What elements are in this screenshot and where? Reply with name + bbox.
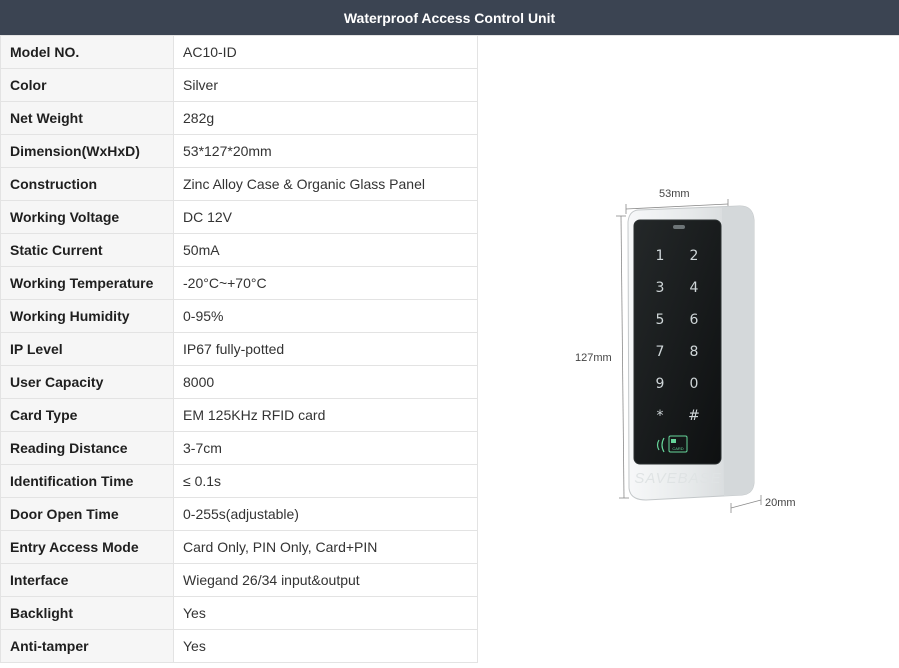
- spec-label: Door Open Time: [0, 497, 174, 531]
- depth-label: 20mm: [765, 497, 796, 509]
- spec-label: Static Current: [0, 233, 174, 267]
- page-title: Waterproof Access Control Unit: [0, 0, 899, 35]
- spec-row: Model NO.AC10-ID: [0, 35, 478, 69]
- spec-row: Identification Time≤ 0.1s: [0, 464, 478, 498]
- spec-label: Construction: [0, 167, 174, 201]
- width-label: 53mm: [659, 188, 690, 200]
- spec-value: 0-255s(adjustable): [173, 497, 478, 531]
- keypad-key: 8: [690, 344, 699, 360]
- spec-label: Identification Time: [0, 464, 174, 498]
- spec-value: -20°C~+70°C: [173, 266, 478, 300]
- spec-value: 282g: [173, 101, 478, 135]
- spec-value: DC 12V: [173, 200, 478, 234]
- spec-label: Model NO.: [0, 35, 174, 69]
- spec-label: Interface: [0, 563, 174, 597]
- spec-value: IP67 fully-potted: [173, 332, 478, 366]
- product-image: 53mm 127mm 20mm 1 2 3 4: [575, 188, 796, 513]
- spec-value: Yes: [173, 629, 478, 663]
- spec-value: Yes: [173, 596, 478, 630]
- spec-label: Working Humidity: [0, 299, 174, 333]
- spec-value: 53*127*20mm: [173, 134, 478, 168]
- keypad-device: 1 2 3 4 5 6 7 8 9 0 * # CARD SAVEBASE: [627, 205, 755, 501]
- spec-label: IP Level: [0, 332, 174, 366]
- keypad-key: 2: [690, 248, 699, 264]
- spec-value: Silver: [173, 68, 478, 102]
- spec-row: Working Temperature-20°C~+70°C: [0, 266, 478, 300]
- spec-value: 8000: [173, 365, 478, 399]
- product-image-panel: 53mm 127mm 20mm 1 2 3 4: [478, 35, 899, 662]
- rfid-wave-icon: [656, 437, 665, 453]
- spec-label: Net Weight: [0, 101, 174, 135]
- spec-label: Dimension(WxHxD): [0, 134, 174, 168]
- spec-label: Working Voltage: [0, 200, 174, 234]
- spec-label: Card Type: [0, 398, 174, 432]
- status-led-icon: [673, 225, 685, 229]
- keypad-key: 4: [690, 280, 699, 296]
- spec-value: Zinc Alloy Case & Organic Glass Panel: [173, 167, 478, 201]
- keypad-key: 6: [690, 312, 699, 328]
- spec-label: Entry Access Mode: [0, 530, 174, 564]
- spec-row: Dimension(WxHxD)53*127*20mm: [0, 134, 478, 168]
- card-icon: CARD: [668, 435, 688, 453]
- keypad-key: 0: [690, 376, 699, 392]
- spec-label: Anti-tamper: [0, 629, 174, 663]
- keypad-keys: 1 2 3 4 5 6 7 8 9 0 * #: [656, 248, 700, 424]
- height-dimension: 127mm: [575, 215, 629, 499]
- width-dimension: 53mm: [625, 188, 729, 214]
- card-label: CARD: [672, 446, 683, 451]
- spec-value: Card Only, PIN Only, Card+PIN: [173, 530, 478, 564]
- spec-value: ≤ 0.1s: [173, 464, 478, 498]
- keypad-key: 9: [656, 376, 665, 392]
- spec-value: 0-95%: [173, 299, 478, 333]
- keypad-key: 3: [656, 280, 665, 296]
- height-label: 127mm: [575, 352, 612, 364]
- watermark-text: SAVEBASE: [634, 470, 721, 487]
- keypad-key: 5: [656, 312, 665, 328]
- keypad-key: 1: [656, 248, 665, 264]
- keypad-key: *: [657, 408, 664, 424]
- spec-value: 50mA: [173, 233, 478, 267]
- spec-value: Wiegand 26/34 input&output: [173, 563, 478, 597]
- spec-value: EM 125KHz RFID card: [173, 398, 478, 432]
- spec-label: Reading Distance: [0, 431, 174, 465]
- keypad-key: 7: [656, 344, 665, 360]
- spec-label: Backlight: [0, 596, 174, 630]
- keypad-key: #: [688, 408, 700, 424]
- depth-dimension: 20mm: [730, 495, 796, 513]
- spec-label: User Capacity: [0, 365, 174, 399]
- spec-label: Working Temperature: [0, 266, 174, 300]
- spec-value: 3-7cm: [173, 431, 478, 465]
- spec-value: AC10-ID: [173, 35, 478, 69]
- spec-label: Color: [0, 68, 174, 102]
